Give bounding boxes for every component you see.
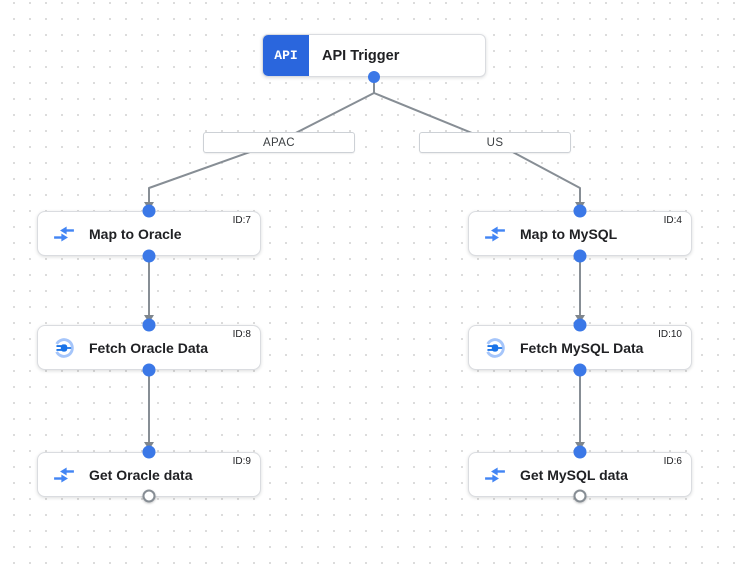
terminal-port-get-oracle-data[interactable]	[142, 489, 156, 503]
node-title: API Trigger	[322, 47, 400, 64]
node-id-label: ID:10	[658, 329, 682, 340]
output-port-fetch-oracle-data[interactable]	[142, 363, 156, 377]
input-port-map-to-oracle[interactable]	[142, 204, 156, 218]
data-mapping-icon	[53, 223, 75, 245]
node-map-to-mysql[interactable]: ID:4 Map to MySQL	[468, 211, 692, 256]
node-map-to-oracle[interactable]: ID:7 Map to Oracle	[37, 211, 261, 256]
node-id-label: ID:6	[663, 456, 682, 467]
data-mapping-icon	[484, 464, 506, 486]
node-title: Map to Oracle	[89, 225, 182, 242]
terminal-port-get-mysql-data[interactable]	[573, 489, 587, 503]
edge-label-us[interactable]: US	[419, 132, 571, 153]
node-title: Map to MySQL	[520, 225, 618, 242]
output-port-map-to-mysql[interactable]	[573, 249, 587, 263]
input-port-fetch-oracle-data[interactable]	[142, 318, 156, 332]
edge-label-apac[interactable]: APAC	[203, 132, 355, 153]
data-mapping-icon	[53, 464, 75, 486]
node-title: Fetch Oracle Data	[89, 339, 209, 356]
output-port-api-trigger[interactable]	[368, 71, 380, 83]
node-api-trigger[interactable]: API API Trigger	[262, 34, 486, 77]
node-id-label: ID:4	[663, 215, 682, 226]
node-id-label: ID:7	[232, 215, 251, 226]
output-port-map-to-oracle[interactable]	[142, 249, 156, 263]
node-id-label: ID:9	[232, 456, 251, 467]
data-mapping-icon	[484, 223, 506, 245]
node-title: Get MySQL data	[520, 466, 628, 483]
connector-icon	[484, 337, 506, 359]
node-title: Fetch MySQL Data	[520, 339, 644, 356]
node-id-label: ID:8	[232, 329, 251, 340]
node-title: Get Oracle data	[89, 466, 193, 483]
connector-icon	[53, 337, 75, 359]
output-port-fetch-mysql-data[interactable]	[573, 363, 587, 377]
api-trigger-icon: API	[263, 35, 309, 76]
input-port-fetch-mysql-data[interactable]	[573, 318, 587, 332]
input-port-get-mysql-data[interactable]	[573, 445, 587, 459]
input-port-get-oracle-data[interactable]	[142, 445, 156, 459]
input-port-map-to-mysql[interactable]	[573, 204, 587, 218]
